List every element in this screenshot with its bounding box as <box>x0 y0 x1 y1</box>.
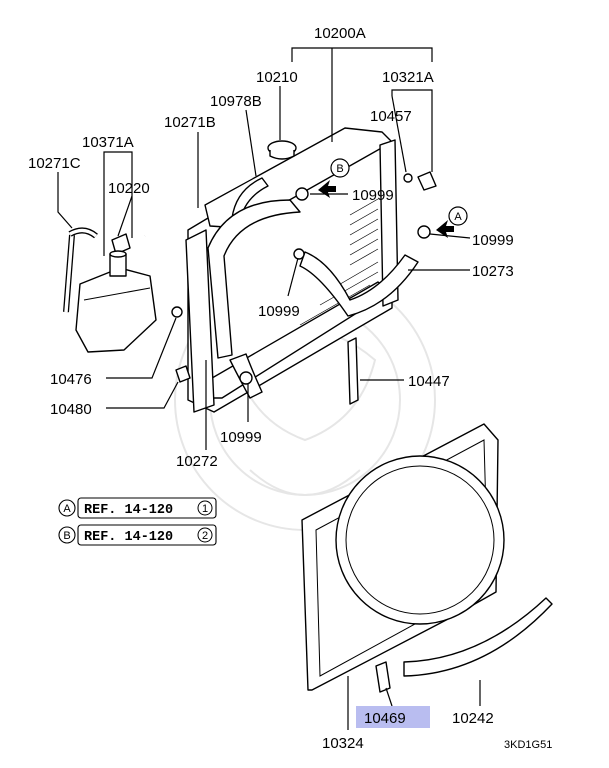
ref-b[interactable]: B REF. 14-120 2 <box>58 524 217 546</box>
ref-b-text: REF. 14-120 <box>84 530 173 545</box>
part-labels: 10200A 10210 10321A 10978B 10457 10271B … <box>28 25 514 752</box>
reservoir-tank <box>75 250 157 353</box>
label-10447[interactable]: 10447 <box>408 373 450 390</box>
label-10321A[interactable]: 10321A <box>382 69 434 86</box>
label-10457[interactable]: 10457 <box>370 108 412 125</box>
highlight-10469 <box>356 706 430 728</box>
label-10271C[interactable]: 10271C <box>28 155 81 172</box>
label-10476[interactable]: 10476 <box>50 371 92 388</box>
diagram-code: 3KD1G51 <box>504 739 552 751</box>
ref-b-num: 2 <box>202 530 208 542</box>
label-10999-mid[interactable]: 10999 <box>258 303 300 320</box>
label-10271B[interactable]: 10271B <box>164 114 216 131</box>
fan-shroud <box>301 423 553 693</box>
label-10371A[interactable]: 10371A <box>82 134 134 151</box>
label-10210[interactable]: 10210 <box>256 69 298 86</box>
callout-b: B <box>318 158 350 198</box>
label-10273[interactable]: 10273 <box>472 263 514 280</box>
label-10220[interactable]: 10220 <box>108 180 150 197</box>
overflow-tube <box>63 227 98 313</box>
ref-a-num: 1 <box>202 503 208 515</box>
label-10999-low[interactable]: 10999 <box>220 429 262 446</box>
callout-a: A <box>436 206 468 238</box>
ref-a-text: REF. 14-120 <box>84 503 173 518</box>
label-10200A[interactable]: 10200A <box>314 25 366 42</box>
ref-a[interactable]: A REF. 14-120 1 <box>58 497 217 519</box>
label-10999-b[interactable]: 10999 <box>352 187 394 204</box>
label-10978B[interactable]: 10978B <box>210 93 262 110</box>
ref-b-letter: B <box>63 530 70 542</box>
label-10272[interactable]: 10272 <box>176 453 218 470</box>
label-10242[interactable]: 10242 <box>452 710 494 727</box>
label-10324[interactable]: 10324 <box>322 735 364 752</box>
label-10480[interactable]: 10480 <box>50 401 92 418</box>
label-10469[interactable]: 10469 <box>364 710 406 727</box>
radiator-drawing <box>111 127 437 413</box>
callout-b-letter: B <box>336 163 343 175</box>
callout-a-letter: A <box>454 211 462 223</box>
leader-lines <box>57 47 481 730</box>
ref-a-letter: A <box>63 503 71 515</box>
label-10999-a[interactable]: 10999 <box>472 232 514 249</box>
